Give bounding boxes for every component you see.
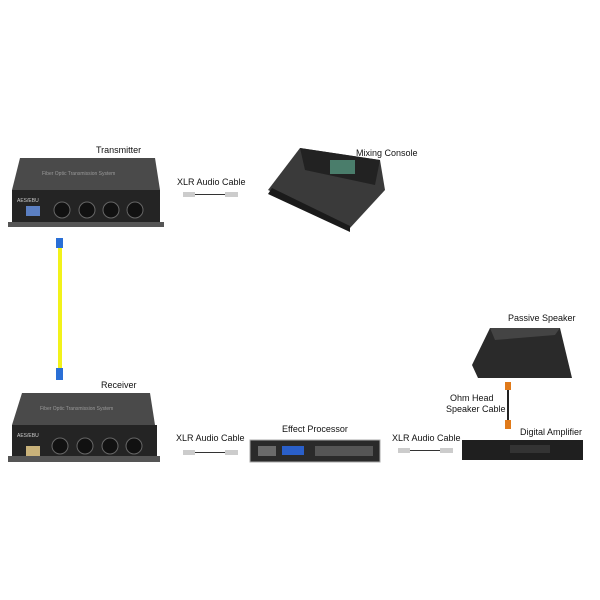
- receiver-label: Receiver: [101, 380, 137, 390]
- mixing-console: [268, 148, 385, 232]
- effect-processor: [249, 439, 381, 463]
- xlr-cable-label-2: XLR Audio Cable: [176, 433, 245, 443]
- digital-amplifier-label: Digital Amplifier: [520, 427, 583, 437]
- xlr-cable-1: [183, 192, 238, 197]
- passive-speaker: [472, 328, 572, 378]
- receiver-port-text: AES/EBU: [17, 433, 39, 439]
- digital-amplifier: [462, 440, 583, 460]
- transmitter-device: Fiber Optic Transmission System AES/EBU: [8, 158, 164, 227]
- passive-speaker-label: Passive Speaker: [508, 313, 576, 323]
- xlr-cable-label-1: XLR Audio Cable: [177, 177, 246, 187]
- transmitter-port-text: AES/EBU: [17, 198, 39, 204]
- transmitter-system-text: Fiber Optic Transmission System: [42, 171, 115, 177]
- mixing-console-label: Mixing Console: [356, 148, 418, 158]
- speaker-cable-label-line1: Ohm Head: [450, 393, 494, 403]
- speaker-cable: [505, 382, 511, 429]
- xlr-cable-2: [183, 450, 238, 455]
- xlr-cable-3: [398, 448, 453, 453]
- fiber-optic-cable: [56, 238, 63, 380]
- speaker-cable-label-line2: Speaker Cable: [446, 404, 506, 414]
- receiver-device: Fiber Optic Transmission System AES/EBU: [8, 393, 160, 462]
- receiver-system-text: Fiber Optic Transmission System: [40, 406, 113, 412]
- effect-processor-label: Effect Processor: [282, 424, 348, 434]
- transmitter-label: Transmitter: [96, 145, 142, 155]
- xlr-cable-label-3: XLR Audio Cable: [392, 433, 461, 443]
